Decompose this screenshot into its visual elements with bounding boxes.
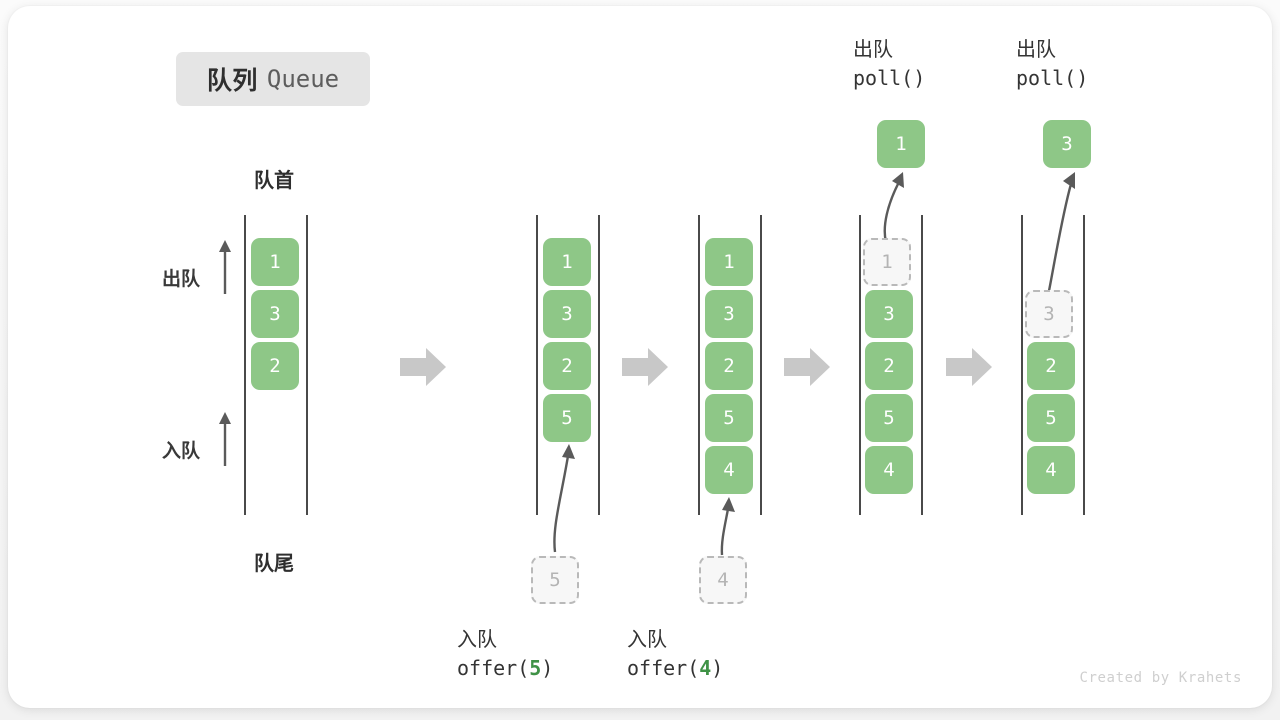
step-arrow-icon bbox=[946, 348, 992, 386]
queue-rail-right-1 bbox=[306, 215, 308, 515]
queue-rail-right-2 bbox=[598, 215, 600, 515]
op-caption-poll-1: 出队 poll() bbox=[853, 36, 1003, 93]
queue-rail-right-5 bbox=[1083, 215, 1085, 515]
queue-rail-left-1 bbox=[244, 215, 246, 515]
queue-cell[interactable]: 1 bbox=[543, 238, 591, 286]
queue-cell[interactable]: 2 bbox=[251, 342, 299, 390]
diagram-card: 队列 Queue 队首 出队 入队 1 3 2 队尾 1 3 bbox=[8, 6, 1272, 708]
queue-rail-right-4 bbox=[921, 215, 923, 515]
watermark: Created by Krahets bbox=[1079, 670, 1242, 686]
op-caption-code: poll() bbox=[853, 66, 926, 91]
op-caption-offer-5: 入队 offer(5) bbox=[457, 626, 627, 683]
title-badge: 队列 Queue bbox=[176, 52, 370, 106]
op-caption-code: offer(5) bbox=[457, 654, 627, 682]
op-code-tail: ) bbox=[541, 656, 554, 681]
queue-cell[interactable]: 2 bbox=[1027, 342, 1075, 390]
enqueue-arrow bbox=[720, 497, 735, 556]
op-caption-poll-3: 出队 poll() bbox=[1016, 36, 1166, 93]
queue-rail-right-3 bbox=[760, 215, 762, 515]
queue-cell[interactable]: 3 bbox=[543, 290, 591, 338]
front-label: 队首 bbox=[254, 170, 294, 192]
queue-cell[interactable]: 5 bbox=[1027, 394, 1075, 442]
enqueue-direction-arrow bbox=[219, 412, 231, 466]
pending-cell[interactable]: 4 bbox=[699, 556, 747, 604]
dequeue-arrow bbox=[883, 172, 904, 243]
queue-cell[interactable]: 5 bbox=[865, 394, 913, 442]
op-caption-cn: 出队 bbox=[853, 39, 893, 61]
step-arrow-icon bbox=[622, 348, 668, 386]
op-code-head: offer( bbox=[627, 656, 700, 681]
queue-rail-left-5 bbox=[1021, 215, 1023, 515]
op-code-arg: 4 bbox=[699, 656, 712, 681]
op-caption-offer-4: 入队 offer(4) bbox=[627, 626, 797, 683]
queue-cell[interactable]: 2 bbox=[705, 342, 753, 390]
pending-cell[interactable]: 5 bbox=[531, 556, 579, 604]
queue-cell-new[interactable]: 5 bbox=[543, 394, 591, 442]
op-caption-code: poll() bbox=[1016, 66, 1089, 91]
enqueue-side-label: 入队 bbox=[161, 441, 200, 462]
dequeue-arrow bbox=[1046, 172, 1075, 297]
queue-rail-left-3 bbox=[698, 215, 700, 515]
queue-cell[interactable]: 3 bbox=[251, 290, 299, 338]
queue-rail-left-4 bbox=[859, 215, 861, 515]
queue-cell[interactable]: 3 bbox=[865, 290, 913, 338]
queue-cell[interactable]: 2 bbox=[543, 342, 591, 390]
op-caption-code: offer(4) bbox=[627, 654, 797, 682]
op-code-tail: ) bbox=[711, 656, 724, 681]
queue-cell[interactable]: 2 bbox=[865, 342, 913, 390]
queue-cell[interactable]: 5 bbox=[705, 394, 753, 442]
step-arrow-icon bbox=[400, 348, 446, 386]
op-code-arg: 5 bbox=[529, 656, 542, 681]
queue-cell[interactable]: 1 bbox=[251, 238, 299, 286]
queue-cell-new[interactable]: 4 bbox=[705, 446, 753, 494]
poll-result-cell[interactable]: 3 bbox=[1043, 120, 1091, 168]
queue-cell[interactable]: 4 bbox=[1027, 446, 1075, 494]
queue-cell[interactable]: 3 bbox=[705, 290, 753, 338]
title-cn: 队列 bbox=[206, 67, 258, 95]
removed-cell[interactable]: 1 bbox=[863, 238, 911, 286]
dequeue-direction-arrow bbox=[219, 240, 231, 294]
queue-cell[interactable]: 4 bbox=[865, 446, 913, 494]
dequeue-side-label: 出队 bbox=[161, 269, 200, 290]
rear-label: 队尾 bbox=[254, 553, 294, 575]
queue-cell[interactable]: 1 bbox=[705, 238, 753, 286]
op-code-head: offer( bbox=[457, 656, 530, 681]
op-caption-cn: 入队 bbox=[627, 629, 667, 651]
removed-cell[interactable]: 3 bbox=[1025, 290, 1073, 338]
enqueue-arrow bbox=[553, 444, 575, 553]
op-caption-cn: 入队 bbox=[457, 629, 497, 651]
op-caption-cn: 出队 bbox=[1016, 39, 1056, 61]
poll-result-cell[interactable]: 1 bbox=[877, 120, 925, 168]
step-arrow-icon bbox=[784, 348, 830, 386]
queue-rail-left-2 bbox=[536, 215, 538, 515]
title-en: Queue bbox=[266, 65, 340, 93]
